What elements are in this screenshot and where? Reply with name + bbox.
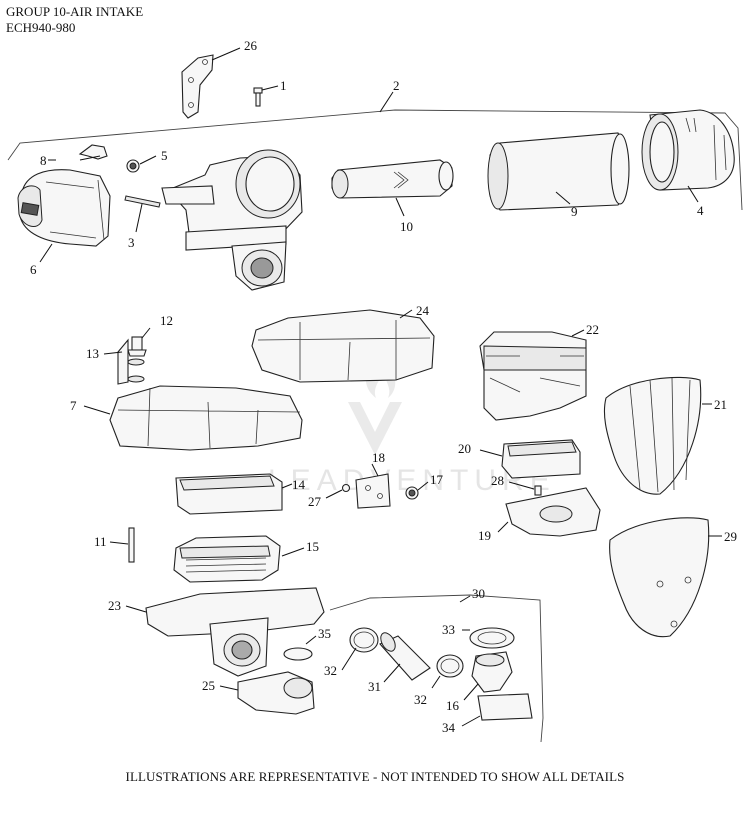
group-title: GROUP 10-AIR INTAKE xyxy=(6,4,144,19)
callout-30: 30 xyxy=(472,586,485,601)
part-31-hose xyxy=(379,632,431,681)
air-intake-housing xyxy=(161,149,303,291)
callout-17: 17 xyxy=(430,472,444,487)
callout-16: 16 xyxy=(446,698,460,713)
callout-9: 9 xyxy=(571,204,578,219)
callout-7: 7 xyxy=(70,398,77,413)
part-7-cover xyxy=(109,385,303,451)
part-18-bracket xyxy=(355,473,391,509)
callout-34: 34 xyxy=(442,720,456,735)
part-34-pad xyxy=(477,693,533,721)
callout-6: 6 xyxy=(30,262,37,277)
part-10-inner-filter xyxy=(331,159,454,199)
callout-28: 28 xyxy=(491,473,504,488)
callout-8: 8 xyxy=(40,153,47,168)
part-27-nut xyxy=(341,483,351,493)
callout-32a: 32 xyxy=(324,663,337,678)
callout-13: 13 xyxy=(86,346,99,361)
part-11-bolt xyxy=(128,527,135,563)
part-26-bracket xyxy=(181,54,214,119)
part-5-nut xyxy=(126,159,140,173)
callout-19: 19 xyxy=(478,528,491,543)
part-14-seal xyxy=(175,473,283,515)
callout-15: 15 xyxy=(306,539,319,554)
callout-2: 2 xyxy=(393,78,400,93)
callout-29: 29 xyxy=(724,529,737,544)
disclaimer-note: ILLUSTRATIONS ARE REPRESENTATIVE - NOT I… xyxy=(125,769,625,784)
callout-5: 5 xyxy=(161,148,168,163)
part-35-ring xyxy=(283,647,313,661)
part-24-cover xyxy=(251,309,435,383)
part-29-deflector xyxy=(609,517,710,638)
callout-10: 10 xyxy=(400,219,413,234)
part-16-adapter xyxy=(471,651,513,693)
leader-lines xyxy=(39,47,722,727)
callout-labels: 26 1 2 8 5 3 6 10 9 4 12 13 7 24 22 21 2… xyxy=(30,38,737,735)
group-30-frame xyxy=(329,594,544,743)
callout-33: 33 xyxy=(442,622,455,637)
callout-18: 18 xyxy=(372,450,385,465)
callout-11: 11 xyxy=(94,534,107,549)
callout-32b: 32 xyxy=(414,692,427,707)
callout-4: 4 xyxy=(697,203,704,218)
part-8-clip xyxy=(78,144,108,160)
part-12-13-stud xyxy=(117,336,147,385)
part-23-base xyxy=(145,587,325,677)
part-22-shroud xyxy=(479,331,587,421)
page-header: GROUP 10-AIR INTAKE ECH940-980 xyxy=(6,4,143,36)
callout-25: 25 xyxy=(202,678,215,693)
part-33-ring xyxy=(469,627,515,649)
callout-31: 31 xyxy=(368,679,381,694)
callout-26: 26 xyxy=(244,38,258,53)
group-2-frame xyxy=(7,109,743,211)
part-17-nut xyxy=(405,486,419,500)
part-32-clamp-right xyxy=(436,654,464,678)
part-21-deflector xyxy=(603,376,702,495)
callout-12: 12 xyxy=(160,313,173,328)
part-15-filter xyxy=(173,535,281,583)
part-25-elbow xyxy=(237,671,315,715)
part-32-clamp-left xyxy=(349,627,379,653)
callout-24: 24 xyxy=(416,303,430,318)
part-20-gasket xyxy=(501,439,581,479)
part-28-bolt xyxy=(534,485,542,496)
part-6-end-cap xyxy=(17,169,111,247)
part-3-strip xyxy=(124,195,161,208)
callout-23: 23 xyxy=(108,598,121,613)
part-4-housing-cap xyxy=(641,109,735,191)
callout-22: 22 xyxy=(586,322,599,337)
part-19-base xyxy=(505,487,601,537)
callout-35: 35 xyxy=(318,626,331,641)
callout-27: 27 xyxy=(308,494,322,509)
callout-21: 21 xyxy=(714,397,727,412)
part-9-outer-filter xyxy=(487,132,630,211)
callout-1: 1 xyxy=(280,78,287,93)
model-range: ECH940-980 xyxy=(6,20,76,35)
callout-20: 20 xyxy=(458,441,471,456)
callout-3: 3 xyxy=(128,235,135,250)
part-1-bolt xyxy=(253,87,263,107)
callout-14: 14 xyxy=(292,477,306,492)
